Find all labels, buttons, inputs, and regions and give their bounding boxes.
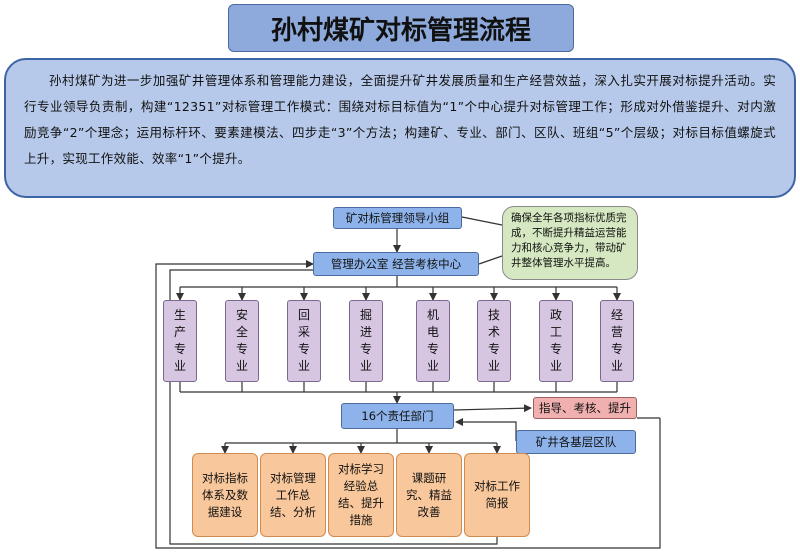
profession-political: 政工专业 — [539, 300, 573, 382]
output-work-summary: 对标管理工作总结、分析 — [260, 453, 326, 537]
teams-box: 矿井各基层区队 — [516, 430, 636, 454]
profession-operations: 经营专业 — [600, 300, 634, 382]
leading-group-box: 矿对标管理领导小组 — [333, 207, 462, 229]
output-briefing: 对标工作简报 — [464, 453, 530, 537]
output-indicator-system: 对标指标体系及数据建设 — [192, 453, 258, 537]
profession-production: 生产专业 — [163, 300, 197, 382]
profession-safety: 安全专业 — [225, 300, 259, 382]
intro-text: 孙村煤矿为进一步加强矿井管理体系和管理能力建设，全面提升矿井发展质量和生产经营效… — [4, 58, 796, 198]
departments-box: 16个责任部门 — [341, 403, 454, 429]
output-research: 课题研究、精益改善 — [396, 453, 462, 537]
profession-mining: 回采专业 — [287, 300, 321, 382]
page-title: 孙村煤矿对标管理流程 — [228, 4, 574, 52]
profession-technical: 技术专业 — [477, 300, 511, 382]
profession-electromechanical: 机电专业 — [416, 300, 450, 382]
output-experience-summary: 对标学习经验总结、提升措施 — [328, 453, 394, 537]
profession-tunneling: 掘进专业 — [349, 300, 383, 382]
guide-box: 指导、考核、提升 — [533, 397, 637, 419]
office-box: 管理办公室 经营考核中心 — [313, 252, 479, 276]
goal-note: 确保全年各项指标优质完成，不断提升精益运营能力和核心竞争力，带动矿井整体管理水平… — [502, 206, 638, 280]
